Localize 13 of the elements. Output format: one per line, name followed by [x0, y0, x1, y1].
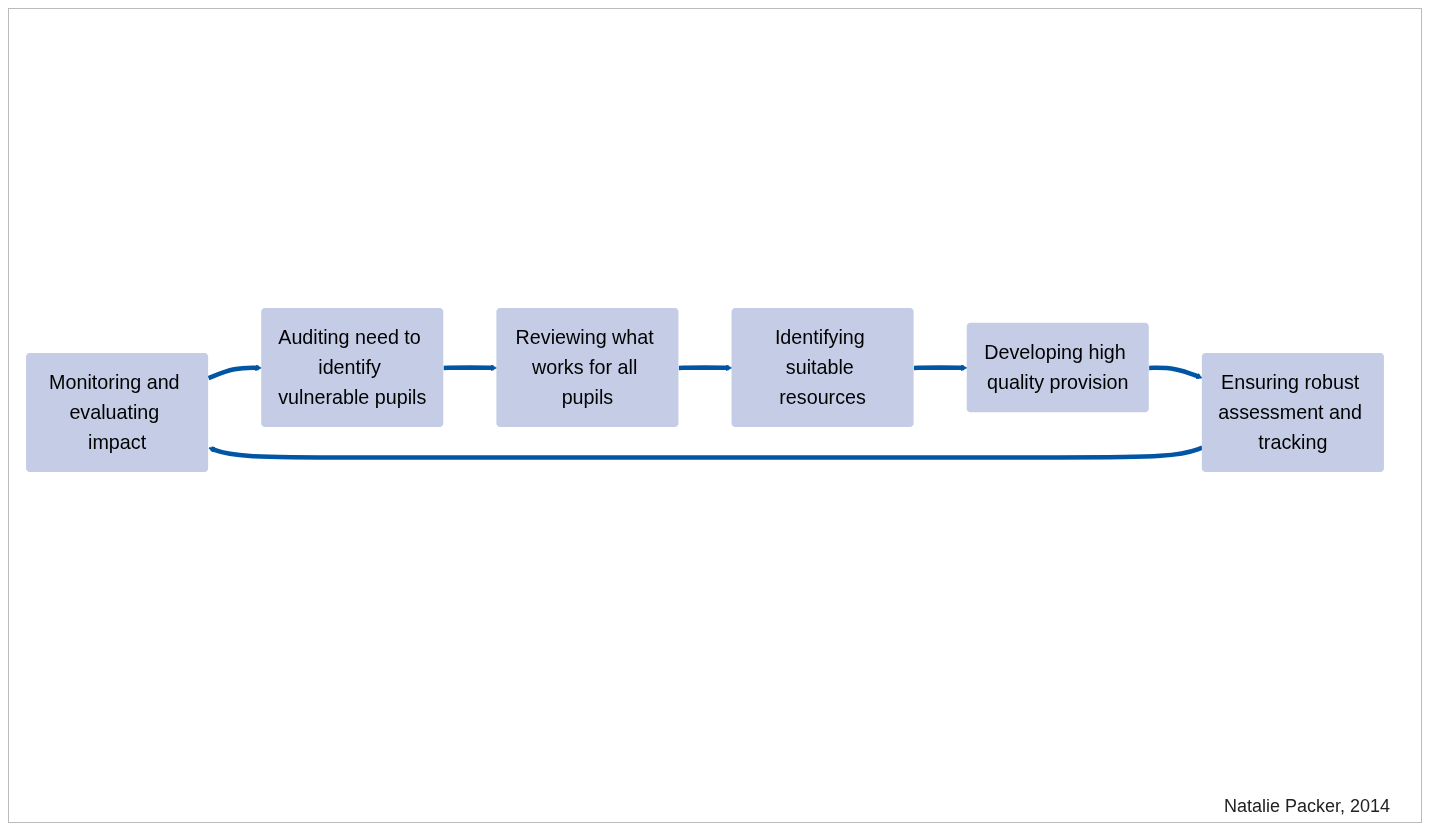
arrow	[678, 364, 733, 372]
node-box: Developing high quality provision	[966, 322, 1149, 413]
arrow	[1149, 365, 1203, 380]
node-box: Ensuring robust assessment and tracking	[1201, 352, 1384, 472]
arrow	[207, 364, 262, 381]
arrow	[443, 364, 498, 372]
node-box: Reviewing what works for all pupils	[496, 308, 679, 428]
attribution-note: Natalie Packer, 2014	[1223, 796, 1390, 817]
arrow	[208, 445, 1203, 460]
node-box: Identifying suitable resources	[731, 308, 914, 428]
node-box: Auditing need to identify vulnerable pupils	[261, 308, 444, 428]
node-box: Monitoring and evaluating impact	[26, 352, 209, 472]
arrow	[913, 364, 968, 372]
